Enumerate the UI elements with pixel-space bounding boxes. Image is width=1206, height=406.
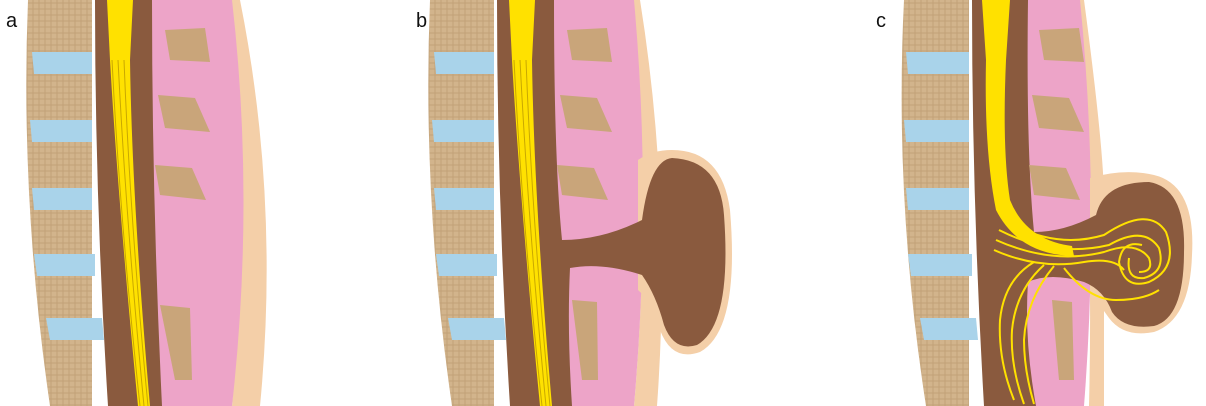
panel-a: a bbox=[0, 0, 402, 406]
disc bbox=[34, 254, 95, 276]
myelomeningocele-illustration bbox=[804, 0, 1206, 406]
panel-label-a: a bbox=[6, 10, 17, 33]
spinous-process bbox=[165, 28, 210, 62]
disc bbox=[46, 318, 104, 340]
disc bbox=[434, 52, 494, 74]
normal-spine-illustration bbox=[0, 0, 402, 406]
disc bbox=[904, 120, 969, 142]
panel-b: b bbox=[402, 0, 804, 406]
disc bbox=[448, 318, 506, 340]
disc bbox=[434, 188, 494, 210]
disc bbox=[32, 52, 92, 74]
disc bbox=[906, 188, 969, 210]
meningocele-illustration bbox=[402, 0, 804, 406]
panel-c: c bbox=[804, 0, 1206, 406]
disc bbox=[920, 318, 978, 340]
disc bbox=[32, 188, 92, 210]
panel-label-b: b bbox=[416, 10, 427, 33]
disc bbox=[906, 52, 969, 74]
disc bbox=[908, 254, 972, 276]
spinous-process bbox=[1039, 28, 1084, 62]
disc bbox=[30, 120, 92, 142]
disc bbox=[432, 120, 494, 142]
disc bbox=[436, 254, 497, 276]
spinous-process bbox=[567, 28, 612, 62]
panel-label-c: c bbox=[876, 10, 886, 33]
